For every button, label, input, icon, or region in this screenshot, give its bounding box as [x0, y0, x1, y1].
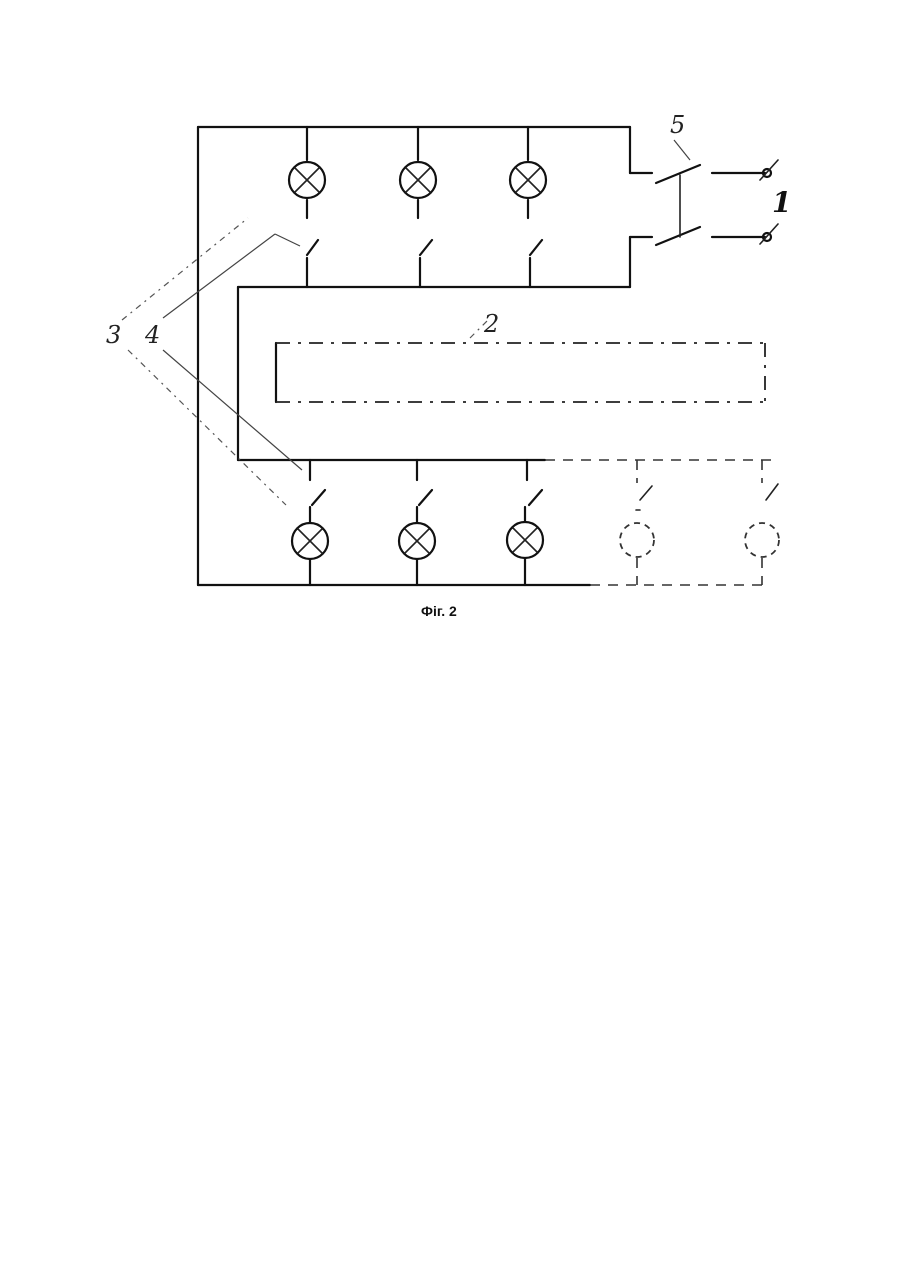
- lamp-top-1: [289, 127, 325, 287]
- inner-bus-frame: [238, 287, 775, 460]
- lamp-top-3: [510, 127, 546, 287]
- figure-caption: Фіг. 2: [421, 603, 457, 619]
- outer-bus-frame: [198, 127, 770, 585]
- ref-label-5: 5: [670, 111, 685, 139]
- ref-label-1: 1: [772, 186, 791, 219]
- lamp-bottom-optional-2: [745, 460, 779, 585]
- ref-label-2: 2: [483, 310, 499, 338]
- lamp-bottom-3: [507, 460, 543, 585]
- lamp-top-2: [400, 127, 436, 287]
- top-lamp-row: [289, 127, 546, 287]
- circuit-diagram: 3 4 2 5 1 Фіг. 2: [0, 0, 901, 640]
- ref-label-4: 4: [144, 321, 160, 349]
- supply-connection-wires: [630, 127, 652, 287]
- lamp-bottom-2: [399, 460, 435, 585]
- main-double-switch: [656, 160, 778, 245]
- lamp-bottom-optional-1: [620, 460, 654, 585]
- bottom-lamp-row: [292, 460, 779, 585]
- lamp-bottom-1: [292, 460, 328, 585]
- ref-label-3: 3: [106, 321, 121, 349]
- device-enclosure: [276, 320, 765, 402]
